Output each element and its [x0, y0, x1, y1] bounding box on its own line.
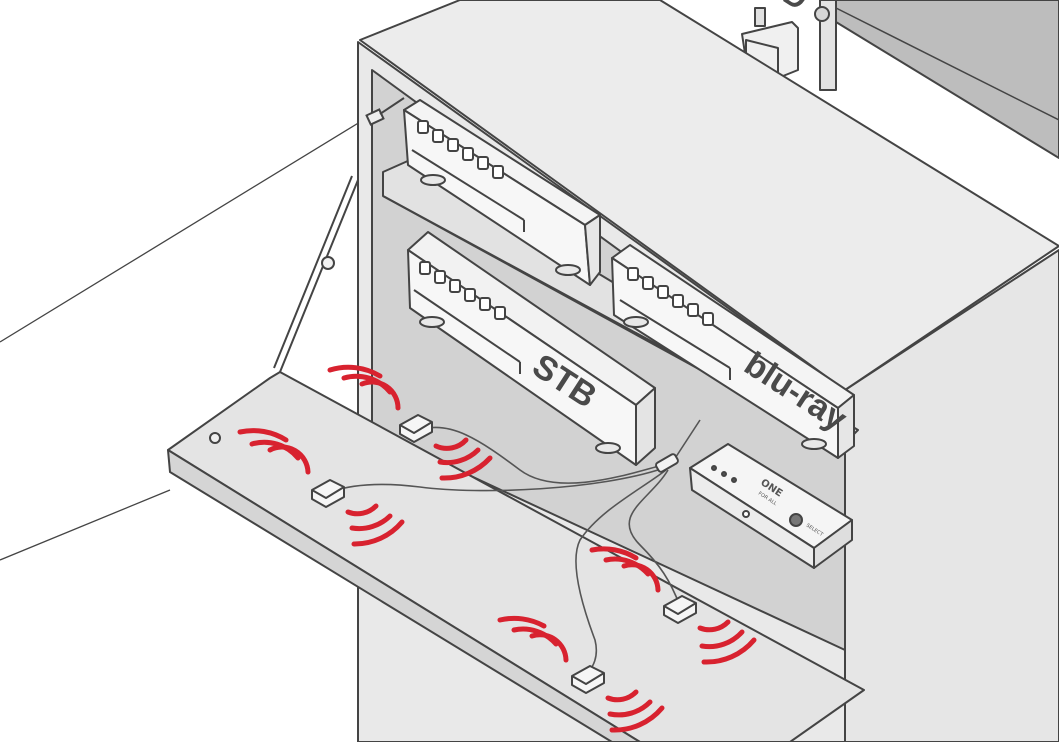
- support-arm: [273, 175, 359, 373]
- cabinet-door: [167, 371, 865, 742]
- set-top-box: [407, 231, 656, 466]
- emitter-right: [663, 595, 697, 624]
- bluray-player: [611, 244, 855, 459]
- floor-lines: [0, 121, 361, 561]
- emitter-left: [311, 479, 345, 508]
- tv-stand: [814, 0, 1059, 159]
- emitter-top: [399, 414, 433, 443]
- emitter-cables: [329, 419, 701, 679]
- cable-splitter: [655, 453, 679, 473]
- power-plug: [365, 97, 405, 126]
- dvd-player: [403, 99, 601, 286]
- ir-hub: [689, 443, 853, 569]
- ir-emitters: [311, 414, 697, 694]
- emitter-bottom: [571, 665, 605, 694]
- ir-signal-waves: [237, 364, 757, 733]
